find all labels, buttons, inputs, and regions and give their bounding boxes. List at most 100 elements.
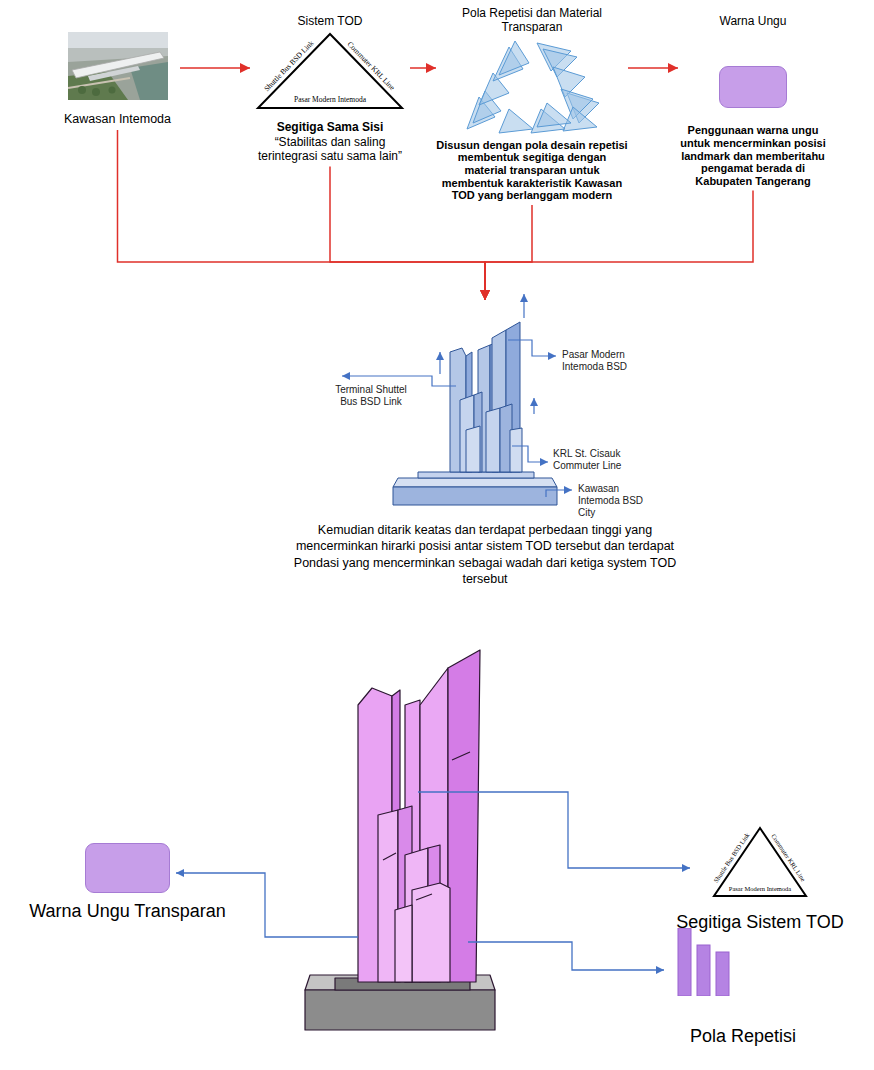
node-text: Segitiga Sama Sisi [250, 120, 410, 134]
bar-icon [668, 928, 818, 996]
blue-tower-part [393, 478, 557, 487]
area-photo-part [68, 32, 168, 100]
purple-tower-part [395, 905, 412, 982]
side-label: Pasar Modern Intemoda [294, 97, 366, 105]
spacer [285, 300, 685, 522]
node-part: Warna Ungu Transparan [6, 901, 249, 923]
callout-label: Pasar Modern Intemoda BSD [562, 349, 652, 373]
blue-tower-part [510, 428, 522, 472]
node-part: Kemudian ditarik keatas dan terdapat per… [285, 522, 685, 587]
node-text: “Stabilitas dan saling terintegrasi satu… [250, 135, 410, 164]
blue-leaders-part [508, 340, 556, 356]
area-photo [68, 32, 168, 100]
blue-tower-part [418, 472, 534, 478]
node-text: Sistem TOD [250, 14, 410, 28]
side-label: Commuter KRL Line [346, 41, 396, 92]
blue-leaders-part [439, 352, 440, 374]
triangle-pattern-part-part [499, 41, 529, 75]
connector-layer-part [118, 68, 754, 300]
node-part [6, 843, 249, 893]
node-part [436, 37, 628, 135]
node-part: Penggunaan warna ungu untuk mencerminkan… [678, 124, 828, 187]
triangle-pattern-part-part [537, 103, 571, 127]
node-text: Pola Repetisi [664, 1026, 822, 1048]
area-photo-part [68, 32, 168, 48]
purple-leaders [176, 792, 690, 970]
blue-tower-part [393, 487, 557, 505]
blue-leaders-part [523, 294, 524, 318]
node-part [664, 928, 822, 996]
blue-leaders [342, 294, 572, 497]
flow-arrow [485, 205, 532, 300]
node-part [55, 32, 180, 100]
triangle-node: Sistem TOD Shuttle Bus BSD Link Commuter … [250, 14, 410, 164]
side-label: Shuttle Bus BSD Link [263, 40, 315, 93]
color-node: Warna UnguPenggunaan warna ungu untuk me… [678, 14, 828, 188]
node-text: Disusun dengan pola desain repetisi memb… [436, 139, 628, 202]
photo-node: Kawasan Intemoda [55, 32, 180, 127]
node-part: Sistem TOD [250, 14, 410, 28]
blue-tower [393, 322, 557, 505]
blue-leaders-part [546, 490, 572, 497]
bar-icon-part [678, 928, 691, 996]
purple-tower [305, 650, 495, 1030]
callout-label: Terminal Shuttel Bus BSD Link [335, 384, 407, 408]
blue-tower-part [466, 426, 480, 472]
blue-leaders-part [533, 398, 534, 414]
callout-label: Kawasan Intemoda BSD City [578, 483, 658, 519]
figure-wrap: Shuttle Bus BSD Link Commuter KRL LinePas… [250, 28, 410, 112]
node-text: Kemudian ditarik keatas dan terdapat per… [285, 522, 685, 587]
bar-icon-part [716, 952, 729, 996]
blue-leaders-part [512, 446, 548, 462]
color-swatch [85, 843, 170, 893]
callout-label: KRL St. Cisauk Commuter Line [553, 448, 643, 472]
flow-arrow [485, 191, 753, 300]
node-part: Pola Repetisi [664, 1026, 822, 1048]
node-part: Shuttle Bus BSD Link Commuter KRL LinePas… [656, 822, 864, 902]
pattern-node: Pola Repetisi dan Material Transparan Di… [436, 6, 628, 202]
node-part: Segitiga Sama Sisi [250, 120, 410, 134]
bars-node: Pola Repetisi [664, 928, 822, 1048]
figure-wrap [68, 32, 168, 100]
purple-tower-part [448, 650, 480, 982]
purple-tower-part [383, 752, 470, 900]
figure-wrap: Shuttle Bus BSD Link Commuter KRL LinePas… [660, 822, 860, 902]
flow-arrow [628, 67, 678, 69]
color-swatch [719, 66, 787, 108]
bar-icon-part [697, 945, 710, 996]
area-photo-part [78, 86, 86, 94]
side-label: Pasar Modern Intemoda [729, 885, 791, 892]
figure-wrap [457, 37, 607, 135]
area-photo-part [108, 87, 115, 94]
swatch-node: Warna Ungu Transparan [6, 843, 249, 923]
triangle-node: Shuttle Bus BSD Link Commuter KRL LinePas… [656, 822, 864, 934]
figure-wrap [668, 928, 818, 996]
triangle-pattern-part-part [499, 109, 533, 133]
side-label: Shuttle Bus BSD Link [713, 832, 751, 884]
node-part: Disusun dengan pola desain repetisi memb… [436, 139, 628, 202]
purple-leaders-part [418, 792, 690, 868]
node-text: Penggunaan warna ungu untuk mencerminkan… [678, 124, 828, 187]
blue-tower-part [486, 408, 500, 472]
node-text: Segitiga Sistem TOD [656, 912, 864, 934]
area-photo-part [88, 66, 140, 81]
area-photo-part [92, 88, 100, 96]
node-part: Kawasan Intemoda [55, 112, 180, 127]
purple-leaders-part [468, 942, 664, 970]
node-part: Shuttle Bus BSD Link Commuter KRL LinePas… [250, 28, 410, 112]
node-text: Warna Ungu Transparan [6, 901, 249, 923]
purple-tower-part [305, 990, 495, 1030]
side-label: Commuter KRL Line [770, 833, 807, 883]
area-photo-part [68, 78, 130, 88]
triangle-pattern-part-part [563, 107, 597, 131]
node-part: Pola Repetisi dan Material Transparan [436, 6, 628, 35]
flow-arrow [180, 67, 250, 69]
node-part: Segitiga Sistem TOD [656, 912, 864, 934]
purple-tower-part [412, 883, 450, 982]
flow-arrow [410, 67, 436, 69]
node-part: Warna Ungu [678, 14, 828, 28]
node-text: Pola Repetisi dan Material Transparan [436, 6, 628, 35]
triangle-pattern [457, 37, 607, 135]
